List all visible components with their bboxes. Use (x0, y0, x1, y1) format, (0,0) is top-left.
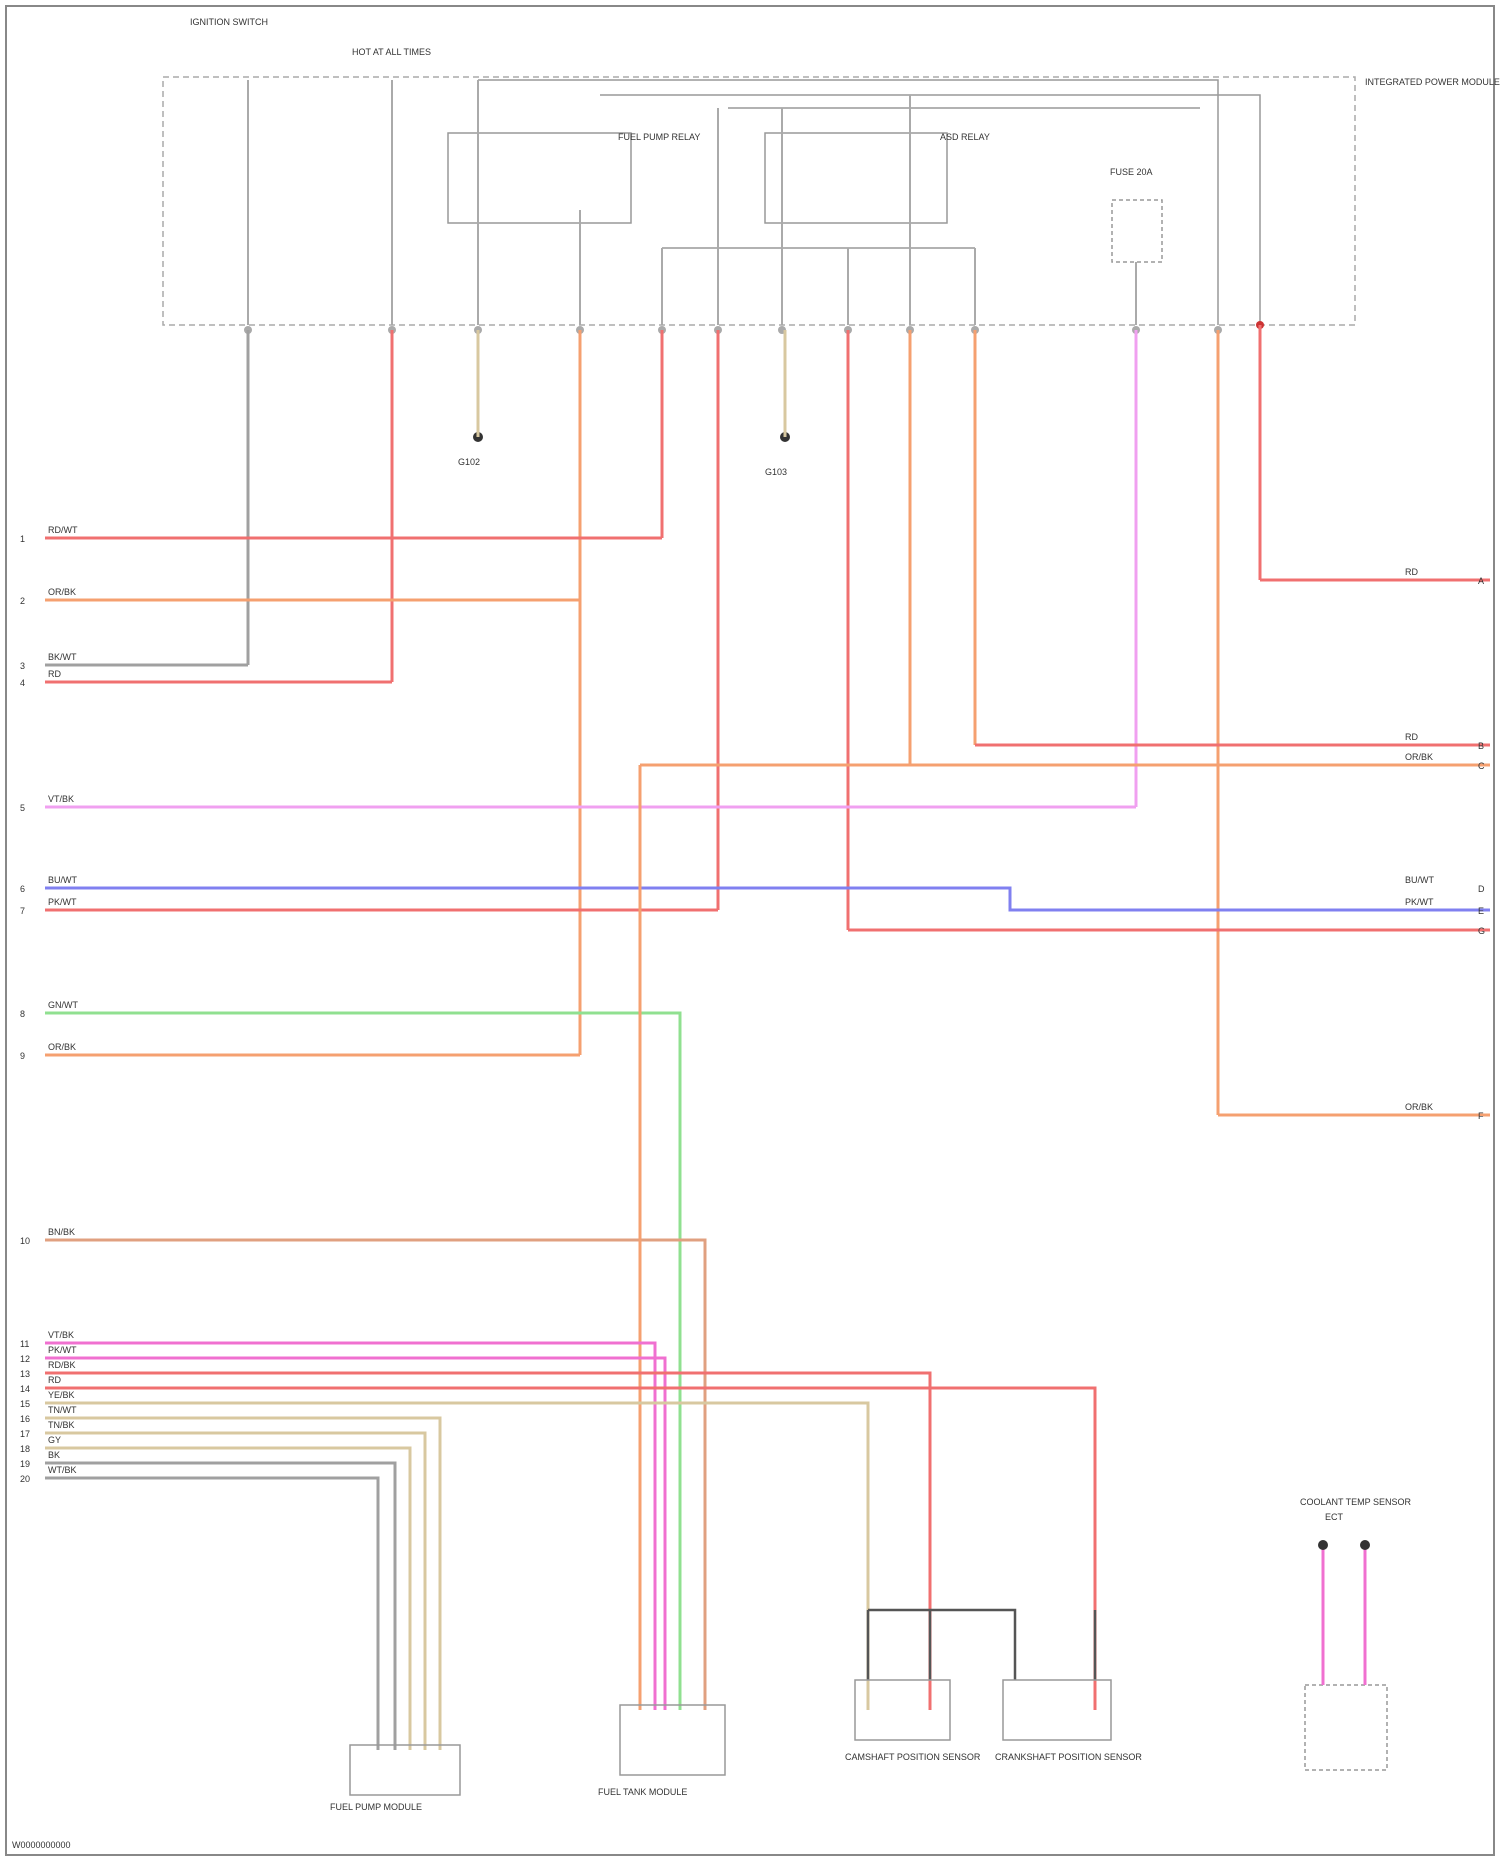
left-wire-label: BK (48, 1450, 60, 1460)
left-pin-4: 4 (20, 678, 25, 688)
left-wire-label: VT/BK (48, 1330, 74, 1340)
left-pin-12: 12 (20, 1354, 30, 1364)
left-pin-2: 2 (20, 596, 25, 606)
left-pin-9: 9 (20, 1051, 25, 1061)
coolant-pin-2 (1360, 1540, 1370, 1550)
left-pin-16: 16 (20, 1414, 30, 1424)
left-pin-7: 7 (20, 906, 25, 916)
asd-relay-label: ASD RELAY (940, 132, 990, 142)
right-wire-label: OR/BK (1405, 752, 1433, 762)
left-pin-3: 3 (20, 661, 25, 671)
left-pin-15: 15 (20, 1399, 30, 1409)
left-wire-label: BU/WT (48, 875, 77, 885)
footer-code: W0000000000 (12, 1840, 71, 1850)
right-pin-F: F (1478, 1111, 1484, 1121)
right-pin-G: G (1478, 926, 1485, 936)
left-pin-5: 5 (20, 803, 25, 813)
ground-left-label: G102 (458, 457, 480, 467)
left-pin-6: 6 (20, 884, 25, 894)
left-pin-13: 13 (20, 1369, 30, 1379)
left-pin-20: 20 (20, 1474, 30, 1484)
right-wire-label: OR/BK (1405, 1102, 1433, 1112)
left-wire-label: PK/WT (48, 1345, 77, 1355)
right-wire-label: BU/WT (1405, 875, 1434, 885)
right-pin-E: E (1478, 906, 1484, 916)
left-wire-label: BN/BK (48, 1227, 75, 1237)
left-pin-17: 17 (20, 1429, 30, 1439)
left-pin-14: 14 (20, 1384, 30, 1394)
right-pin-A: A (1478, 576, 1484, 586)
coolant-pin-1 (1318, 1540, 1328, 1550)
left-wire-label: GY (48, 1435, 61, 1445)
left-wire-label: TN/BK (48, 1420, 75, 1430)
right-pin-B: B (1478, 741, 1484, 751)
left-wire-label: PK/WT (48, 897, 77, 907)
left-pin-10: 10 (20, 1236, 30, 1246)
ignition-switch-label: IGNITION SWITCH (190, 17, 268, 27)
left-wire-label: RD/WT (48, 525, 78, 535)
left-wire-label: RD (48, 1375, 61, 1385)
left-pin-11: 11 (20, 1339, 29, 1349)
right-wire-label: PK/WT (1405, 897, 1434, 907)
left-wire-label: RD/BK (48, 1360, 76, 1370)
ground-mid-label: G103 (765, 467, 787, 477)
left-wire-label: BK/WT (48, 652, 77, 662)
right-wire-label: RD (1405, 567, 1418, 577)
camshaft-sensor-label: CAMSHAFT POSITION SENSOR (845, 1752, 981, 1762)
left-pin-8: 8 (20, 1009, 25, 1019)
left-wire-label: VT/BK (48, 794, 74, 804)
left-wire-label: GN/WT (48, 1000, 78, 1010)
power-module-title: INTEGRATED POWER MODULE (1365, 77, 1500, 87)
left-wire-label: WT/BK (48, 1465, 77, 1475)
right-pin-C: C (1478, 761, 1485, 771)
right-pin-D: D (1478, 884, 1485, 894)
left-wire-label: OR/BK (48, 1042, 76, 1052)
left-pin-1: 1 (20, 534, 25, 544)
left-wire-label: RD (48, 669, 61, 679)
left-wire-label: OR/BK (48, 587, 76, 597)
crankshaft-sensor-label: CRANKSHAFT POSITION SENSOR (995, 1752, 1142, 1762)
coolant-temp-sensor-sub: ECT (1325, 1512, 1344, 1522)
left-pin-19: 19 (20, 1459, 30, 1469)
left-pin-18: 18 (20, 1444, 30, 1454)
fuel-pump-relay-label: FUEL PUMP RELAY (618, 132, 700, 142)
left-wire-label: TN/WT (48, 1405, 77, 1415)
left-wire-label: YE/BK (48, 1390, 75, 1400)
fuse-20a-label: FUSE 20A (1110, 167, 1153, 177)
coolant-temp-sensor-label: COOLANT TEMP SENSOR (1300, 1497, 1412, 1507)
fuel-pump-module-label: FUEL PUMP MODULE (330, 1802, 422, 1812)
fuel-tank-module-label: FUEL TANK MODULE (598, 1787, 687, 1797)
right-wire-label: RD (1405, 732, 1418, 742)
hot-at-all-times-label: HOT AT ALL TIMES (352, 47, 431, 57)
